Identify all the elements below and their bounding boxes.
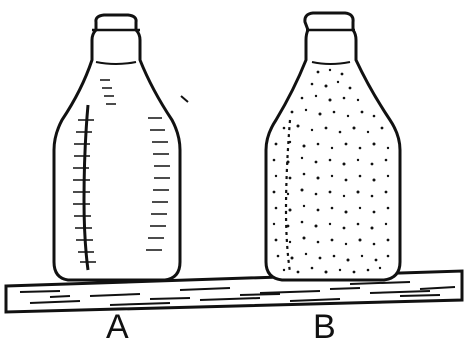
bottle-b [266, 13, 400, 280]
stray-mark [181, 96, 188, 102]
bottle-a [54, 15, 180, 280]
bottle-a-label: A [106, 310, 129, 344]
bottle-b-label: B [313, 310, 336, 344]
